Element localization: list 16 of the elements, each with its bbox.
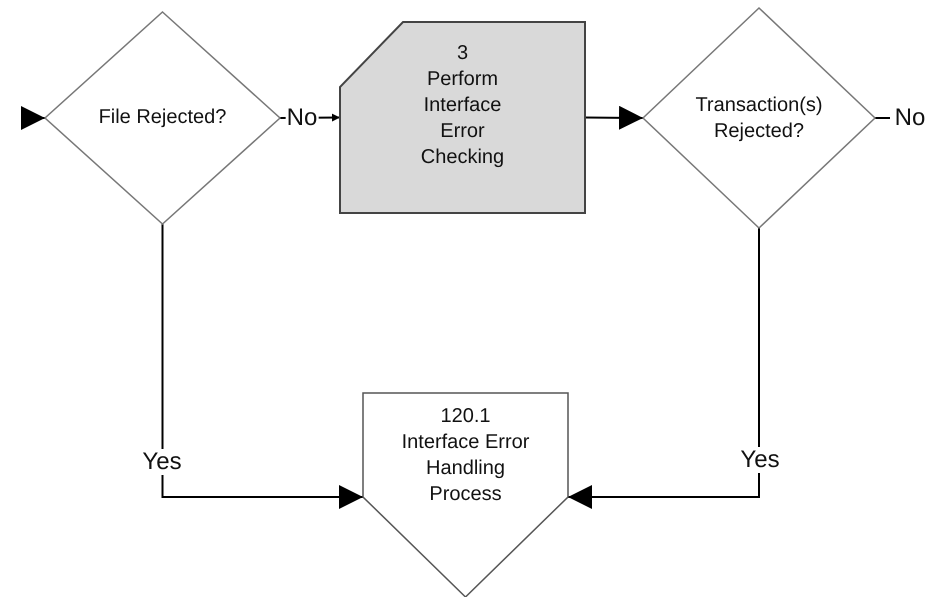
off-page-connector [363,393,568,597]
arrow [162,224,363,509]
decision-diamond [45,12,280,224]
step-number: 3 [456,41,470,66]
edge-label: Yes [141,449,183,475]
node-text: Transaction(s) Rejected? [694,93,824,144]
node-text: Perform Interface Error Checking [420,67,506,170]
arrow [568,228,760,509]
process-box [340,22,585,213]
arrow [584,106,644,130]
arrow [21,106,45,130]
decision-diamond [643,8,875,228]
node-text: Interface Error Handling Process [400,430,530,507]
node-text: File Rejected? [98,105,228,130]
edge-label: Yes [739,447,781,473]
step-number: 120.1 [439,404,492,429]
